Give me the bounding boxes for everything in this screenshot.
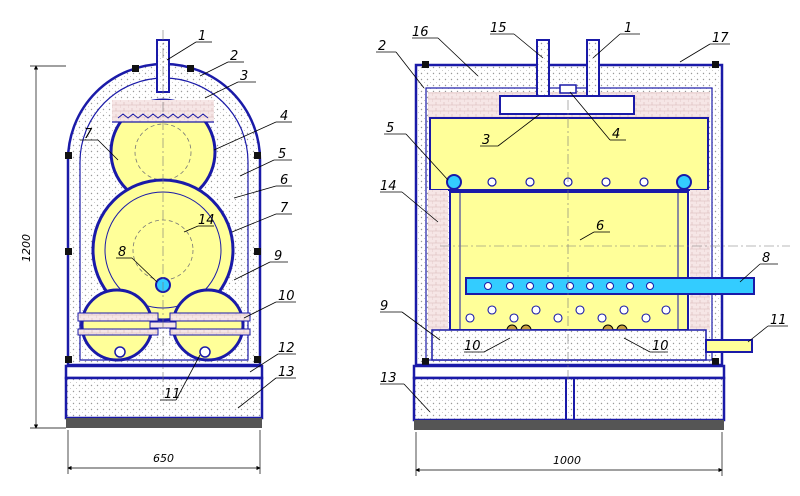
side-view: 1000 15 1 16 17 2 3 4 5 14 6 8 9 [376, 21, 790, 476]
side-callout-9: 9 [380, 299, 388, 314]
callout-9: 9 [274, 249, 282, 264]
front-height-dimension: 1200 [20, 234, 33, 262]
side-callout-8: 8 [762, 251, 770, 266]
callout-7-left: 7 [84, 127, 93, 142]
side-callouts: 15 1 16 17 2 3 4 5 14 6 8 9 10 [376, 21, 788, 413]
front-foundation [64, 376, 264, 420]
side-collector [499, 95, 635, 115]
side-main-drum [449, 191, 689, 331]
callout-11: 11 [164, 387, 181, 402]
side-drain-pipe [705, 339, 753, 353]
callout-2: 2 [230, 49, 238, 64]
callout-8: 8 [118, 245, 126, 260]
side-callout-15: 15 [490, 21, 507, 36]
callout-3: 3 [240, 69, 248, 84]
side-nozzle-1 [586, 39, 600, 97]
side-base-frame [412, 364, 726, 380]
front-view: 1200 650 1 2 3 4 5 6 7 7 8 9 [20, 29, 296, 474]
front-callouts: 1 2 3 4 5 6 7 7 8 9 10 11 12 13 [80, 29, 296, 409]
side-callout-2: 2 [378, 39, 386, 54]
side-callout-10-right: 10 [652, 339, 669, 354]
side-callout-16: 16 [412, 25, 429, 40]
side-callout-3: 3 [482, 133, 490, 148]
callout-5: 5 [278, 147, 286, 162]
side-callout-13: 13 [380, 371, 397, 386]
callout-12: 12 [278, 341, 295, 356]
front-floor [66, 418, 262, 428]
side-callout-1: 1 [624, 21, 632, 36]
front-base-frame [64, 364, 264, 380]
callout-6: 6 [280, 173, 288, 188]
callout-7-right: 7 [280, 201, 289, 216]
front-width-dimension: 650 [153, 452, 174, 465]
side-callout-10-left: 10 [464, 339, 481, 354]
side-callout-14: 14 [380, 179, 397, 194]
side-callout-4: 4 [612, 127, 620, 142]
callout-14: 14 [198, 213, 215, 228]
side-nozzle-15 [536, 39, 550, 97]
side-callout-17: 17 [712, 31, 729, 46]
side-foundation [412, 376, 726, 422]
callout-1: 1 [198, 29, 206, 44]
side-callout-11: 11 [770, 313, 787, 328]
side-width-dimension: 1000 [553, 454, 581, 467]
side-callout-5: 5 [386, 121, 394, 136]
callout-10: 10 [278, 289, 295, 304]
side-floor [414, 420, 724, 430]
callout-4: 4 [280, 109, 288, 124]
side-callout-6: 6 [596, 219, 604, 234]
callout-13: 13 [278, 365, 295, 380]
